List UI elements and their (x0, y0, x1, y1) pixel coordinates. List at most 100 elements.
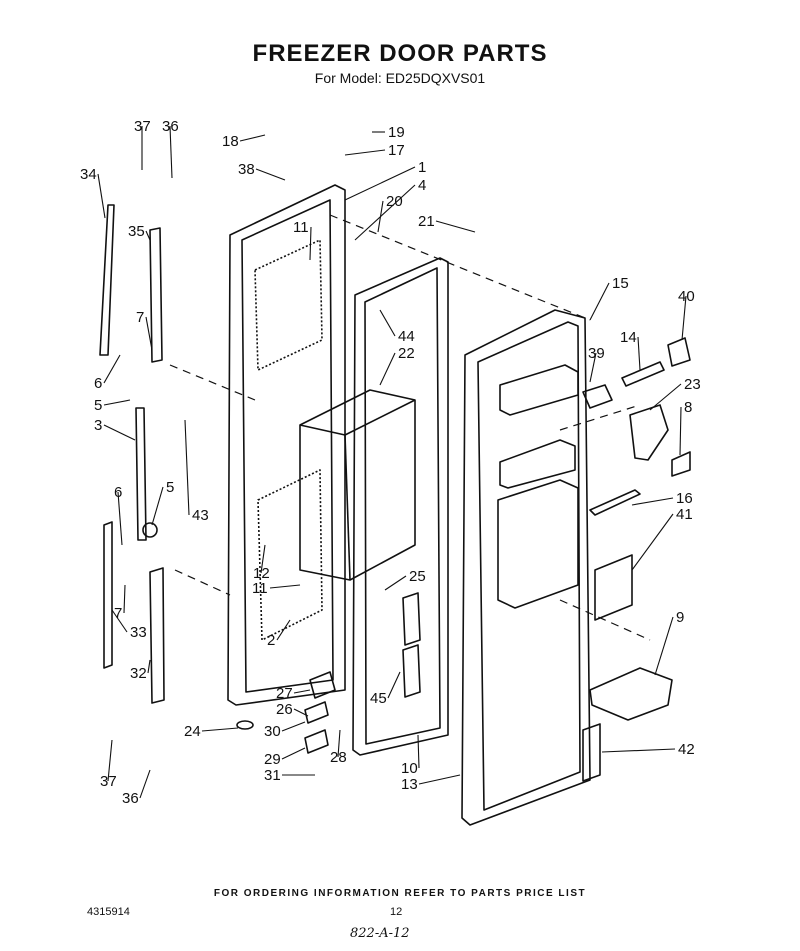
callout-5: 5 (166, 479, 174, 496)
callout-43: 43 (192, 507, 209, 524)
part-34-trim (99, 204, 115, 356)
leader-39 (589, 352, 597, 383)
model-subtitle: For Model: ED25DQXVS01 (314, 70, 486, 86)
part-24-cap (236, 720, 254, 730)
leader-14 (637, 336, 641, 371)
callout-23: 23 (684, 376, 701, 393)
part-27-hinge (309, 671, 336, 699)
leader-32 (147, 659, 151, 674)
leader-22 (379, 352, 396, 386)
door-liner-inner (241, 199, 334, 693)
leader-34 (97, 173, 106, 219)
part-14-bracket (621, 361, 665, 387)
leader-35 (145, 230, 151, 241)
leader-24 (201, 727, 239, 732)
leader-23 (649, 383, 682, 411)
callout-1: 1 (418, 159, 426, 176)
callout-17: 17 (388, 142, 405, 159)
dispenser-housing (299, 389, 416, 581)
leader-7 (123, 584, 126, 614)
leader-27 (293, 689, 311, 694)
leader-42 (601, 748, 676, 753)
leader-9 (654, 616, 674, 676)
callout-41: 41 (676, 506, 693, 523)
part-45-lower (402, 644, 421, 698)
ordering-note: FOR ORDERING INFORMATION REFER TO PARTS … (213, 888, 587, 899)
leader-15 (589, 282, 610, 321)
part-35-channel (149, 227, 163, 363)
part-45-upper (402, 592, 421, 646)
callout-35: 35 (128, 223, 145, 240)
part-40-clip (667, 337, 691, 367)
callout-37: 37 (100, 773, 117, 790)
leader-30 (281, 721, 306, 732)
leader-37 (107, 739, 113, 782)
align-line-3 (174, 569, 231, 596)
callout-11: 11 (293, 219, 309, 236)
callout-2: 2 (267, 632, 275, 649)
callout-45: 45 (370, 690, 387, 707)
callout-7: 7 (136, 309, 144, 326)
leader-33 (111, 609, 128, 633)
part-39-block (582, 384, 613, 409)
leader-3 (103, 424, 136, 441)
callout-8: 8 (684, 399, 692, 416)
leader-17 (344, 149, 386, 156)
shelf-upper (499, 364, 579, 416)
part-16-strip (589, 489, 641, 516)
callout-19: 19 (388, 124, 405, 141)
callout-21: 21 (418, 213, 435, 230)
callout-44: 44 (398, 328, 415, 345)
align-line-1 (329, 214, 591, 321)
callout-15: 15 (612, 275, 629, 292)
part-23-chute (629, 404, 669, 461)
leader-6 (103, 354, 121, 384)
callout-32: 32 (130, 665, 147, 682)
callout-27: 27 (276, 685, 293, 702)
leader-12 (260, 544, 266, 574)
leader-40 (681, 295, 687, 341)
callout-20: 20 (386, 193, 403, 210)
align-line-5 (559, 404, 641, 431)
align-line-4 (559, 599, 651, 641)
callout-25: 25 (409, 568, 426, 585)
part-29-plate (304, 729, 329, 754)
callout-22: 22 (398, 345, 415, 362)
callout-30: 30 (264, 723, 281, 740)
door-liner-outline (227, 184, 346, 706)
leader-21 (435, 220, 476, 233)
callout-5: 5 (94, 397, 102, 414)
leader-29 (281, 747, 306, 760)
leader-18 (239, 134, 266, 142)
insulation-lower (257, 469, 323, 641)
outer-door-panel (461, 309, 591, 826)
leader-36 (139, 769, 151, 799)
callout-12: 12 (253, 565, 270, 582)
leader-10 (417, 734, 420, 769)
leader-lines (97, 125, 687, 799)
callout-42: 42 (678, 741, 695, 758)
leader-2 (276, 619, 291, 641)
leader-26 (293, 708, 309, 717)
callout-36: 36 (122, 790, 139, 807)
document-number: 4315914 (87, 906, 130, 918)
leader-45 (387, 671, 401, 699)
callout-18: 18 (222, 133, 239, 150)
leader-6 (117, 491, 123, 546)
callout-3: 3 (94, 417, 102, 434)
leader-25 (384, 575, 407, 591)
part-32-channel (149, 567, 165, 704)
callout-16: 16 (676, 490, 693, 507)
leader-20 (377, 200, 384, 233)
page-title: FREEZER DOOR PARTS (252, 40, 548, 67)
callout-4: 4 (418, 177, 426, 194)
leader-28 (337, 729, 341, 758)
callout-34: 34 (80, 166, 97, 183)
leader-8 (679, 406, 682, 456)
callout-38: 38 (238, 161, 255, 178)
leader-16 (631, 497, 674, 506)
handwritten-note: 822-A-12 (350, 926, 410, 941)
callout-14: 14 (620, 329, 637, 346)
